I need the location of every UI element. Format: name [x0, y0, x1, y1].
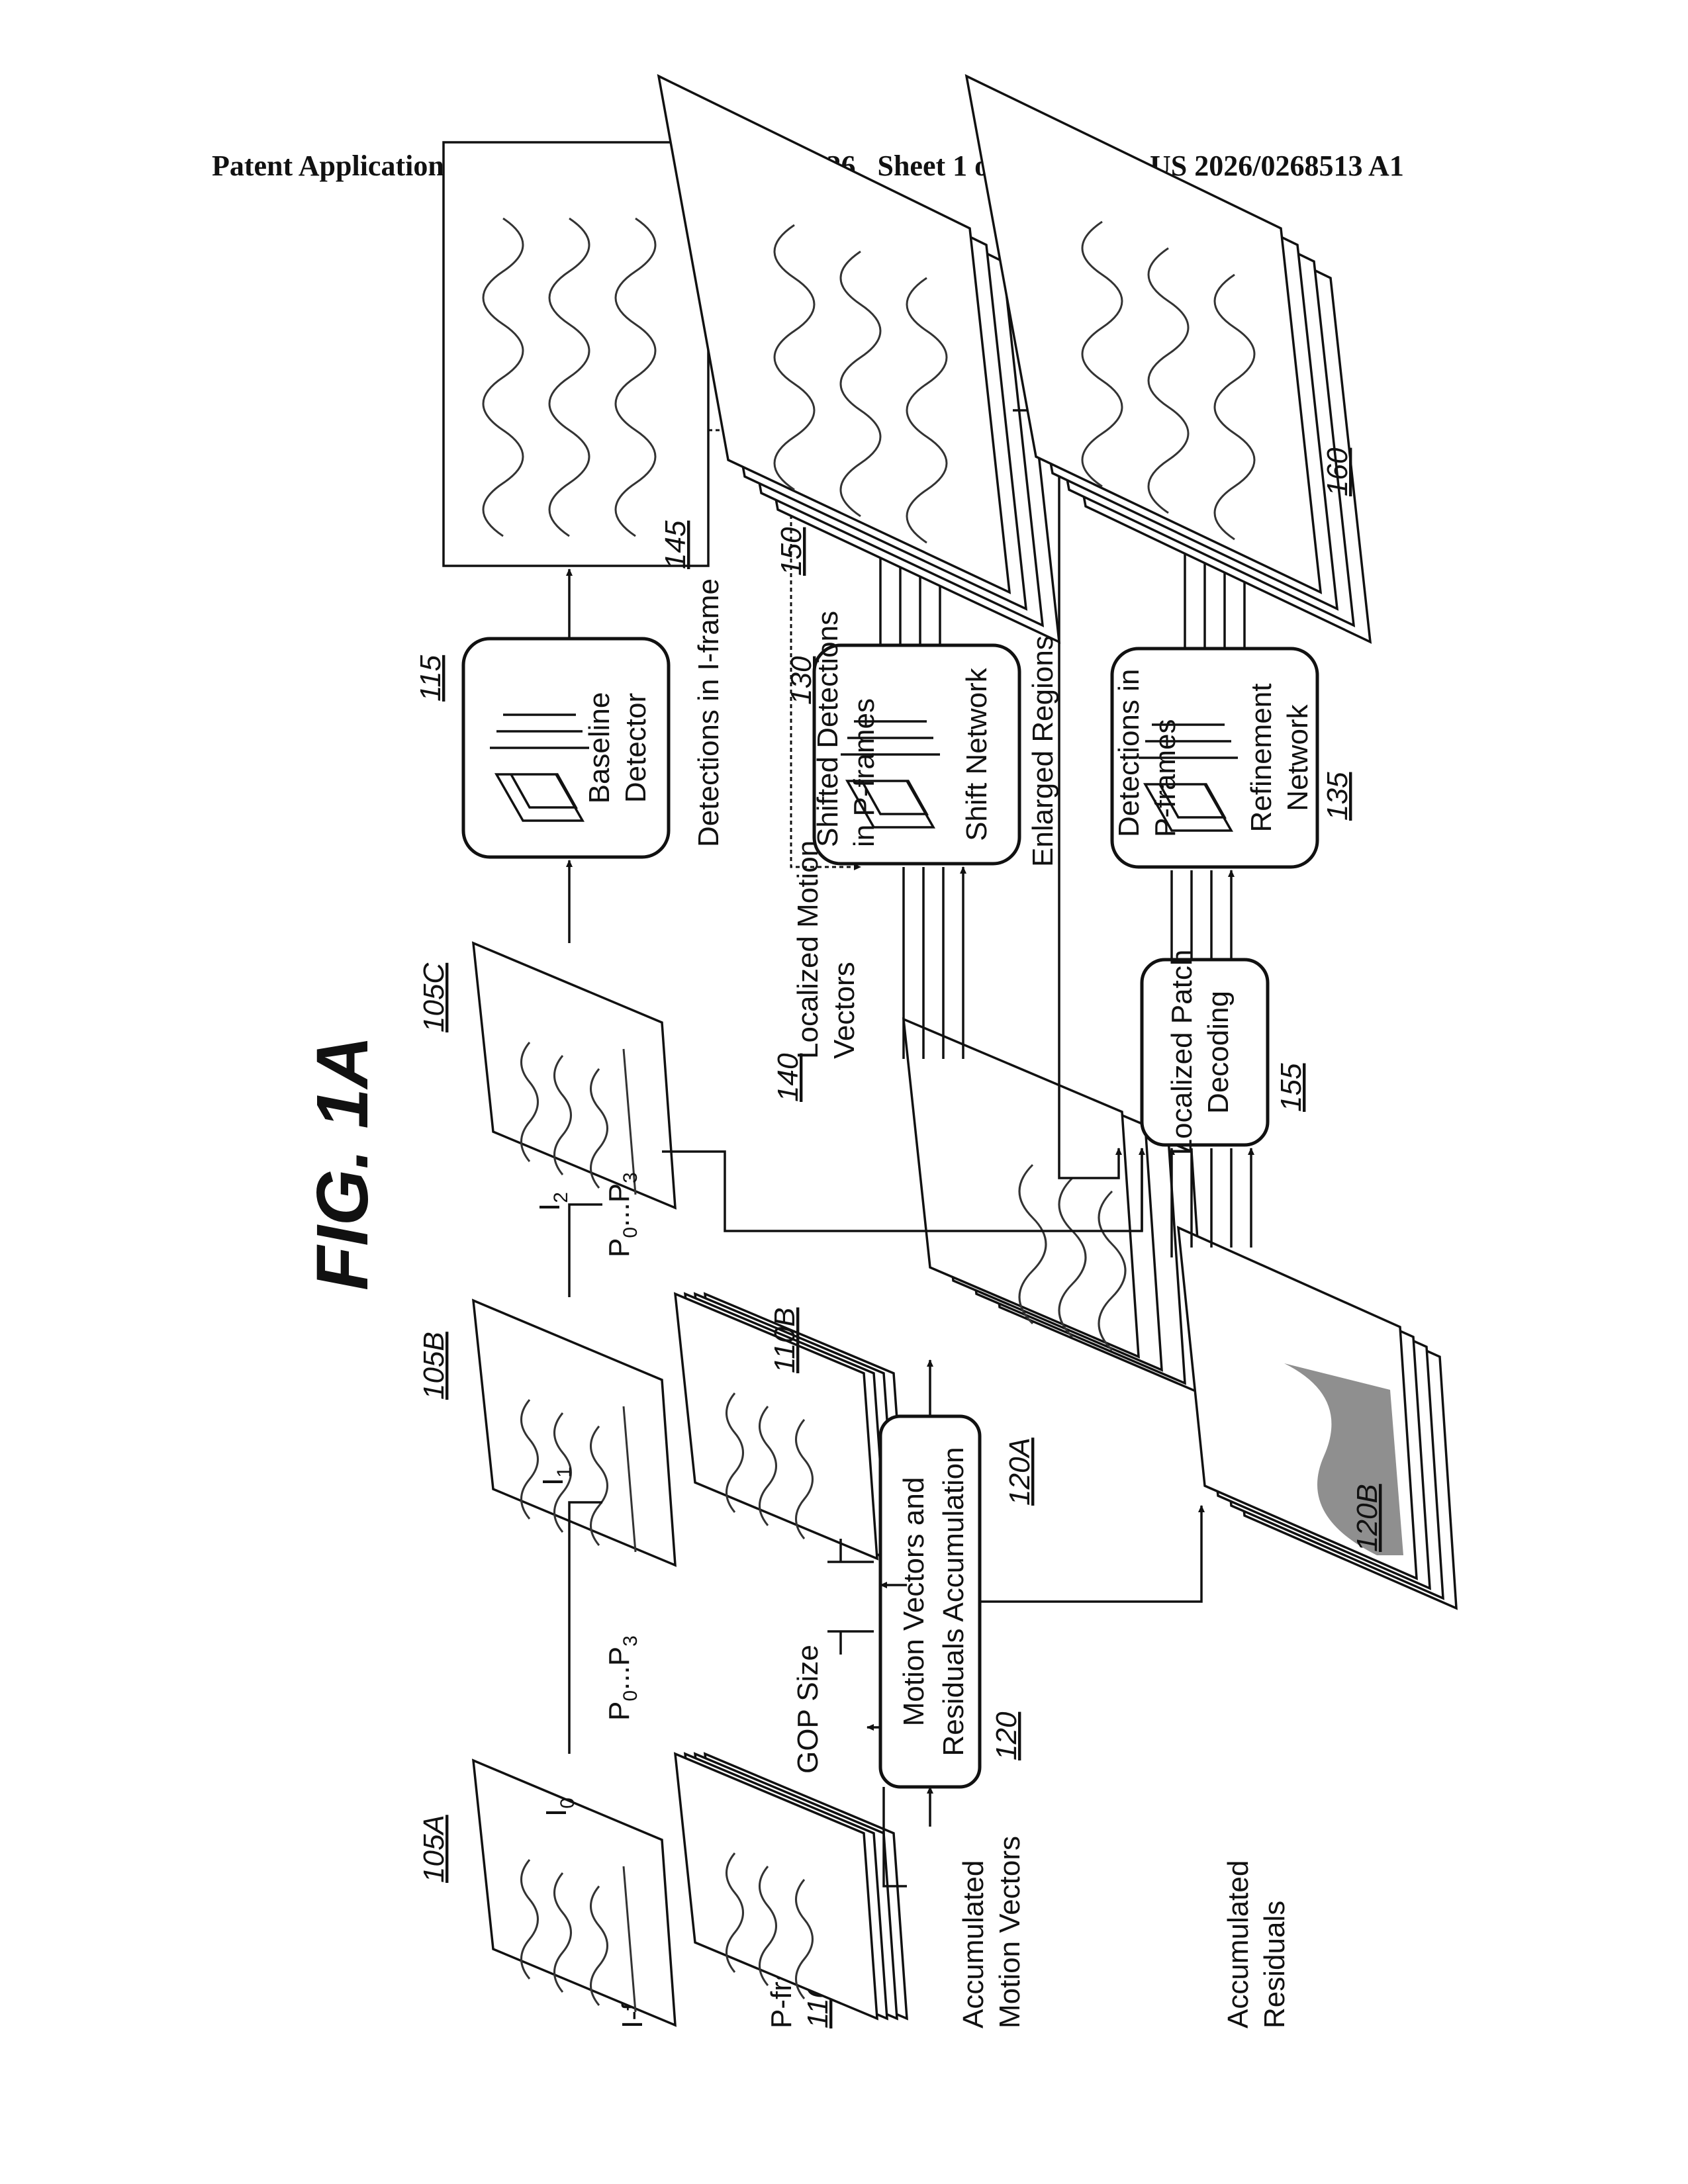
- row-label-acc-mv-1: Accumulated: [957, 1860, 990, 2028]
- shift-label: Shift Network: [961, 667, 993, 841]
- row-label-acc-res-2: Residuals: [1258, 1901, 1291, 2028]
- det-p-line1: Detections in: [1113, 669, 1145, 837]
- arrows-patch-to-refine: [1172, 870, 1231, 960]
- ref-105b: 105B: [418, 1332, 450, 1400]
- shifted-line2: in P-frames: [848, 698, 880, 847]
- pframe-stack-110a: [675, 1754, 907, 2019]
- ref-120b: 120B: [1351, 1484, 1383, 1552]
- ref-120: 120: [990, 1711, 1023, 1760]
- label-gop-size: GOP Size: [792, 1645, 824, 1774]
- iframe-connector-b: [569, 1205, 602, 1297]
- ref-155: 155: [1275, 1063, 1307, 1112]
- enlarged-label: Enlarged Regions: [1027, 635, 1059, 867]
- accum-line2: Residuals Accumulation: [937, 1447, 970, 1756]
- ref-120a: 120A: [1004, 1437, 1036, 1506]
- iframe-detection-image: [444, 142, 708, 566]
- shifted-line1: Shifted Detections: [812, 611, 844, 847]
- ref-140: 140: [772, 1053, 804, 1102]
- arrows-120b-to-patch: [1192, 1148, 1251, 1248]
- ref-105a: 105A: [418, 1815, 450, 1883]
- det-iframe-label: Detections in I-frame: [692, 578, 725, 847]
- baseline-line1: Baseline: [583, 692, 616, 804]
- iframe-connector-a: [569, 1502, 602, 1754]
- accum-line1: Motion Vectors and: [898, 1477, 930, 1727]
- iframe-105b: [473, 1300, 675, 1565]
- refine-line1: Refinement: [1245, 683, 1278, 832]
- row-label-acc-res-1: Accumulated: [1222, 1860, 1254, 2028]
- arrow-accum-to-120b: [980, 1506, 1201, 1602]
- ref-115: 115: [414, 655, 447, 702]
- ref-160: 160: [1321, 447, 1354, 496]
- baseline-line2: Detector: [620, 693, 652, 803]
- det-p-line2: P-frames: [1149, 719, 1182, 837]
- residual-stack-120b: [1178, 1228, 1456, 1608]
- ref-150: 150: [775, 527, 808, 576]
- gop-size-bracket: [827, 1539, 874, 1655]
- patch-line1: Localized Patch: [1166, 950, 1198, 1156]
- patch-line2: Decoding: [1202, 991, 1235, 1114]
- ref-110b: 110B: [769, 1308, 801, 1374]
- label-i2: I2: [534, 1192, 572, 1211]
- label-p-range-a: P0...P3: [603, 1635, 641, 1721]
- iframe-105c: [473, 943, 675, 1208]
- lmv-line1: Localized Motion: [792, 841, 824, 1059]
- ref-145: 145: [659, 520, 692, 569]
- lmv-line2: Vectors: [828, 962, 861, 1059]
- ref-105c: 105C: [418, 962, 450, 1032]
- refine-line2: Network: [1282, 704, 1314, 811]
- row-label-acc-mv-2: Motion Vectors: [994, 1836, 1026, 2028]
- ref-135: 135: [1321, 772, 1354, 821]
- figure-title: FIG. 1A: [302, 1036, 383, 1291]
